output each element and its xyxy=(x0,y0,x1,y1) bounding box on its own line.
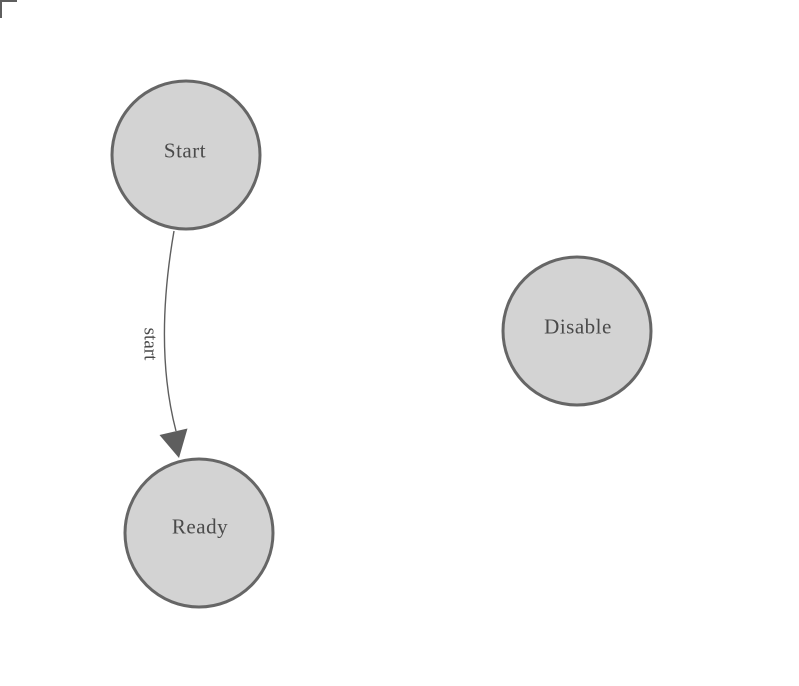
edge-arrowhead-icon xyxy=(159,428,188,458)
state-label-start: Start xyxy=(164,138,206,162)
state-circle-ready[interactable] xyxy=(123,457,275,609)
origin-corner-icon xyxy=(0,0,17,18)
state-circle-disable[interactable] xyxy=(501,255,653,407)
state-label-ready: Ready xyxy=(172,514,228,538)
edge-path[interactable] xyxy=(163,230,177,432)
transition-edge-start-ready[interactable]: start xyxy=(139,230,188,458)
state-label-disable: Disable xyxy=(544,314,612,338)
state-node-ready[interactable]: Ready xyxy=(123,457,275,609)
edge-label: start xyxy=(139,328,160,361)
state-node-start[interactable]: Start xyxy=(110,79,262,231)
state-node-disable[interactable]: Disable xyxy=(501,255,653,407)
state-circle-start[interactable] xyxy=(110,79,262,231)
